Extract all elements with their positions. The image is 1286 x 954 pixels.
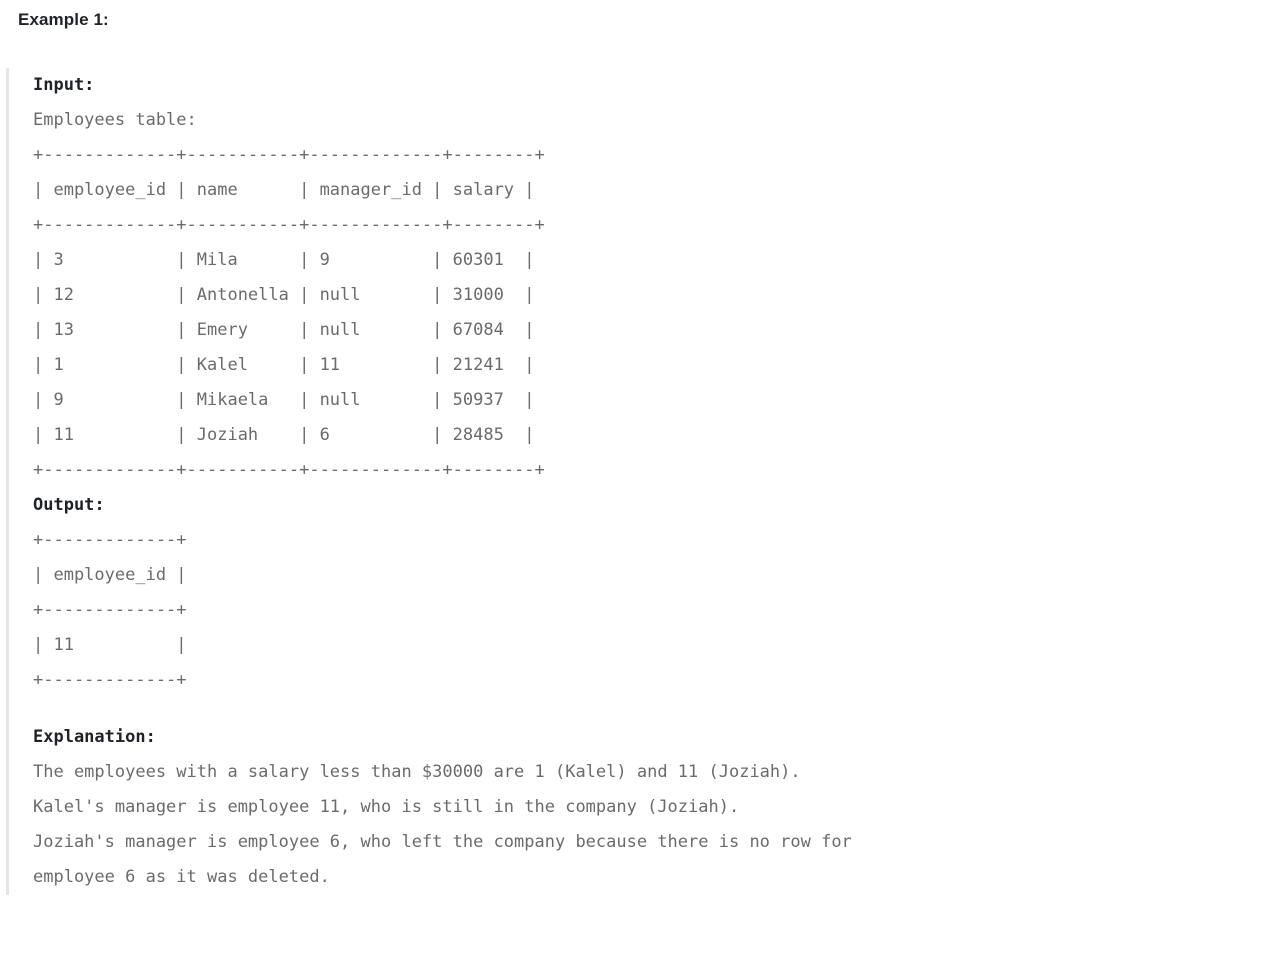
input-table-row: | 11 | Joziah | 6 | 28485 |	[33, 425, 535, 445]
input-table-caption: Employees table:	[33, 110, 197, 130]
explanation-label: Explanation:	[33, 727, 156, 747]
output-table-row: | 11 |	[33, 635, 187, 655]
explanation-line: employee 6 as it was deleted.	[33, 867, 330, 887]
input-table-row: | 1 | Kalel | 11 | 21241 |	[33, 355, 535, 375]
explanation-line: Joziah's manager is employee 6, who left…	[33, 832, 852, 852]
example-blockquote: Input: Employees table: +-------------+-…	[6, 68, 1280, 895]
output-table-top-border: +-------------+	[33, 530, 187, 550]
input-table-bottom-border: +-------------+-----------+-------------…	[33, 460, 545, 480]
output-table-header-border: +-------------+	[33, 600, 187, 620]
input-table-row: | 9 | Mikaela | null | 50937 |	[33, 390, 535, 410]
input-table-row: | 12 | Antonella | null | 31000 |	[33, 285, 535, 305]
input-table-header-row: | employee_id | name | manager_id | sala…	[33, 180, 535, 200]
input-table-row: | 3 | Mila | 9 | 60301 |	[33, 250, 535, 270]
output-table-header-row: | employee_id |	[33, 565, 187, 585]
output-table-bottom-border: +-------------+	[33, 670, 187, 690]
explanation-line: The employees with a salary less than $3…	[33, 762, 801, 782]
explanation-line: Kalel's manager is employee 11, who is s…	[33, 797, 740, 817]
input-table-header-border: +-------------+-----------+-------------…	[33, 215, 545, 235]
section-spacer	[33, 698, 1280, 720]
input-table-top-border: +-------------+-----------+-------------…	[33, 145, 545, 165]
input-table-row: | 13 | Emery | null | 67084 |	[33, 320, 535, 340]
output-label: Output:	[33, 495, 105, 515]
input-label: Input:	[33, 75, 95, 95]
page-title: Example 1:	[18, 10, 109, 29]
